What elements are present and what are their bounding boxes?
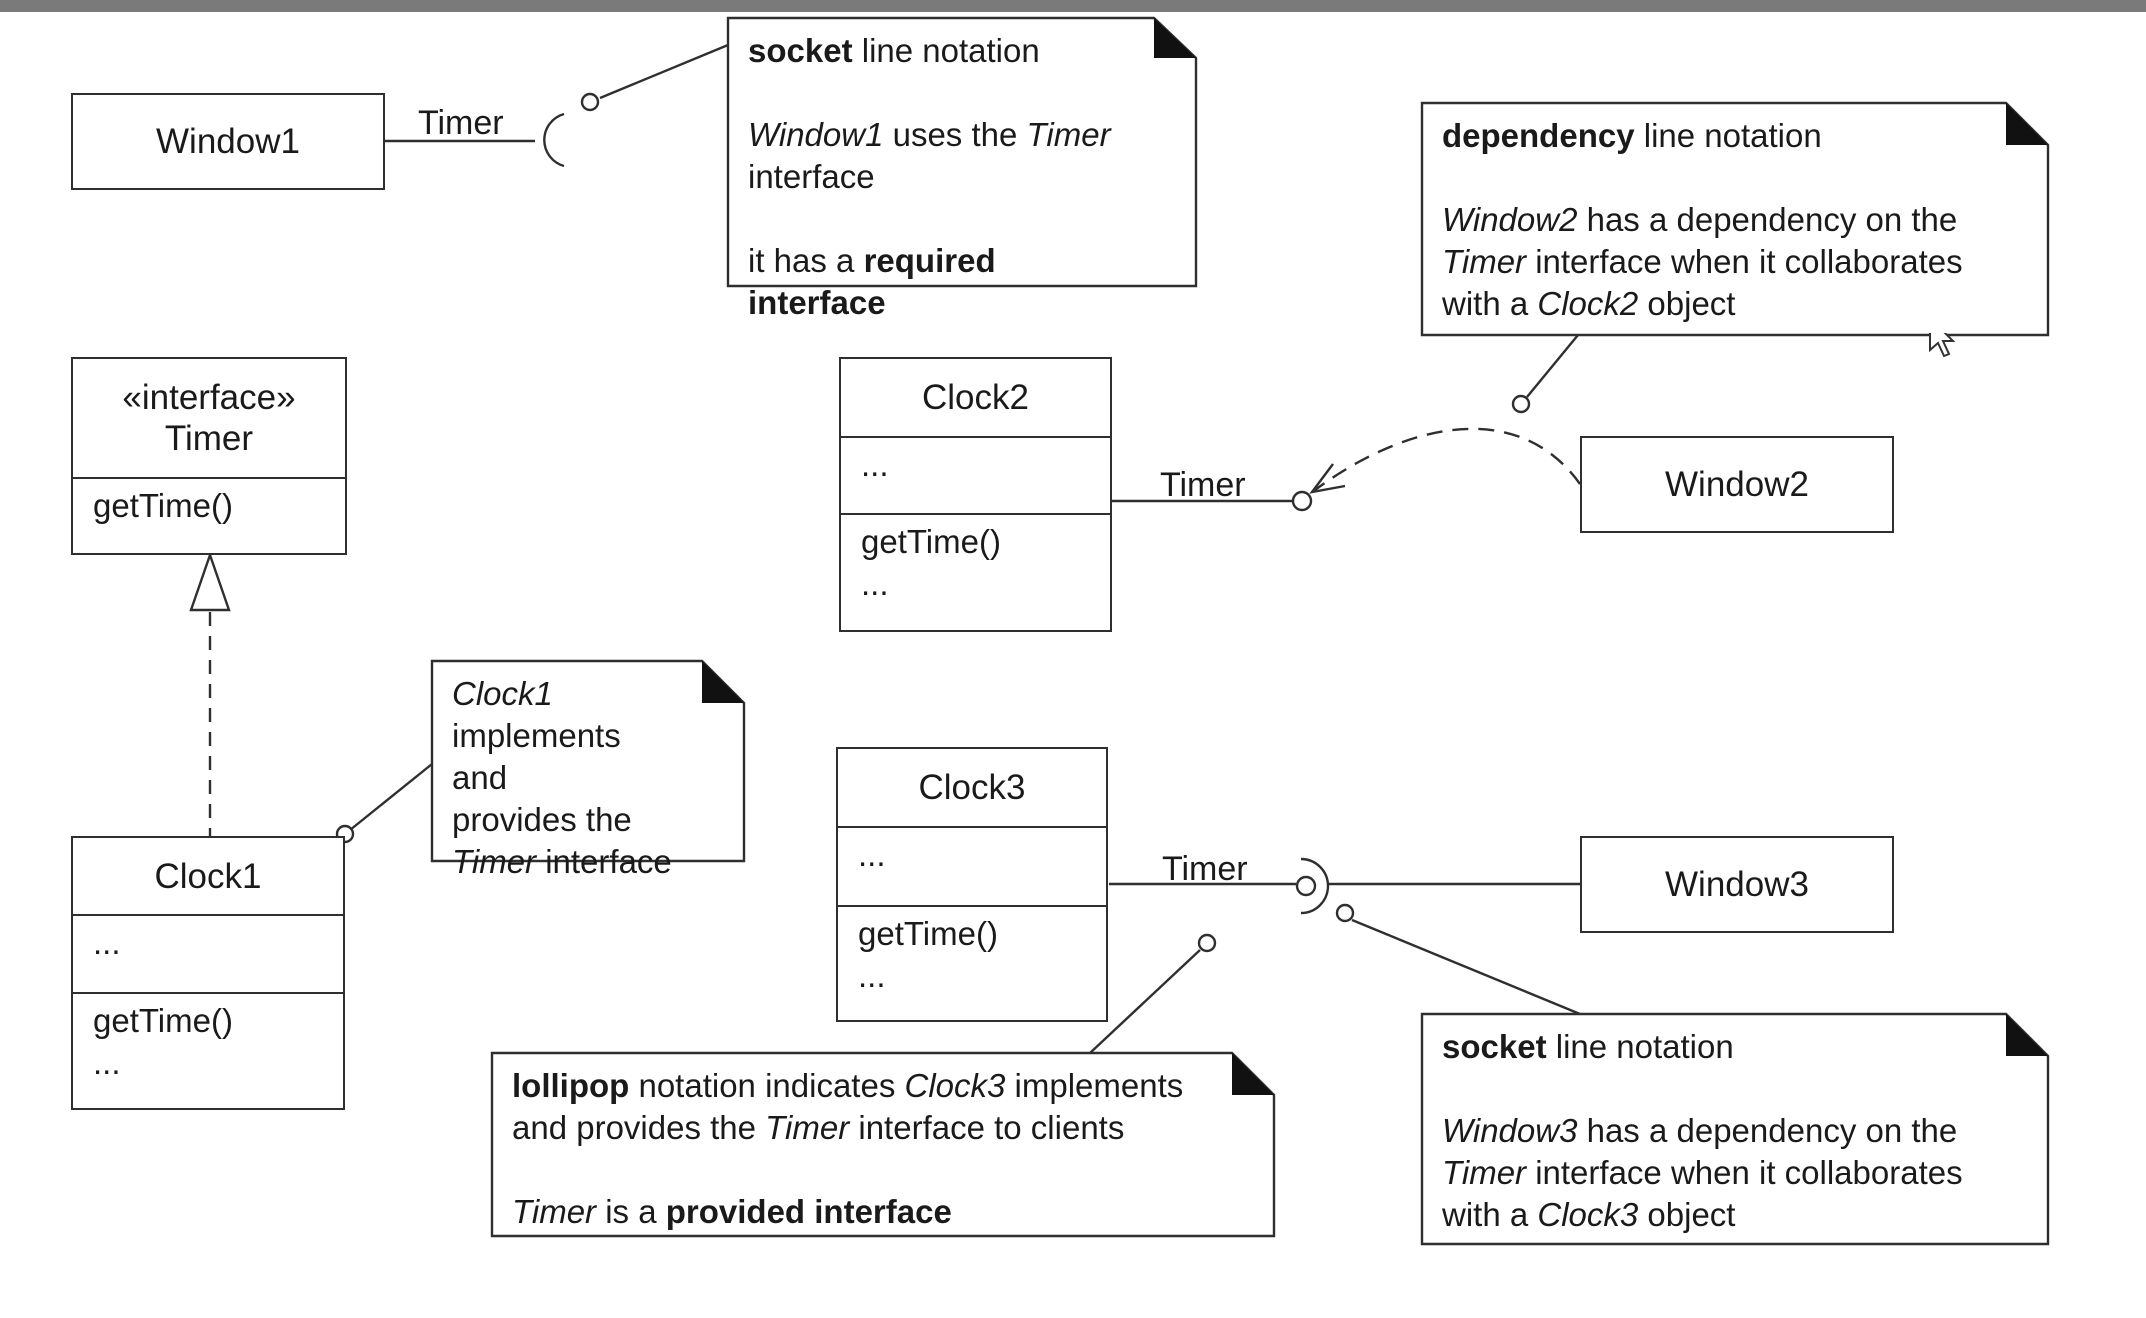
clock2-name: Clock2: [922, 378, 1029, 417]
socket1-note-line1: socket line notation: [748, 32, 1040, 69]
window1-name: Window1: [156, 121, 300, 161]
window1-class: Window1: [71, 93, 385, 190]
clock1-attributes: ...: [73, 916, 343, 994]
window1-socket: [543, 112, 565, 168]
window1-timer-label: Timer: [418, 104, 504, 142]
clock2-lollipop: [1291, 490, 1313, 512]
timer-interface-operations: getTime(): [73, 479, 345, 553]
dependency-dashed-line: [1314, 427, 1581, 491]
socket1-note-fold: [1154, 18, 1196, 58]
socket1-note-line2: Window1 uses the Timer: [748, 116, 1111, 153]
dependency-note-fold: [2006, 103, 2048, 145]
dependency-note-line3: Timer interface when it collaborates: [1442, 243, 1963, 280]
socket3-note-line3: Timer interface when it collaborates: [1442, 1154, 1963, 1191]
clock1-class: Clock1 ... getTime() ...: [71, 836, 345, 1110]
dependency-note: dependency line notation Window2 has a d…: [1424, 105, 2004, 333]
lollipop-note-line3: Timer is a provided interface: [512, 1193, 952, 1230]
lollipop-note-anchor-line: [1089, 949, 1201, 1054]
dependency-arrowhead: [1309, 463, 1346, 494]
clock1-note-line1: Clock1: [452, 675, 553, 712]
clock3-lollipop: [1295, 875, 1317, 897]
clock3-operation-more: ...: [858, 957, 886, 994]
socket3-note-fold: [2006, 1014, 2048, 1056]
clock1-attributes-text: ...: [93, 924, 121, 961]
clock2-operations: getTime() ...: [841, 515, 1110, 630]
dependency-note-line1: dependency line notation: [1442, 117, 1822, 154]
socket1-note-line3: interface: [748, 158, 875, 195]
clock3-operation: getTime(): [858, 915, 998, 952]
window3-name: Window3: [1665, 864, 1809, 904]
clock1-operation: getTime(): [93, 1002, 233, 1039]
socket3-note-line2: Window3 has a dependency on the: [1442, 1112, 1958, 1149]
timer-stereotype: «interface»: [122, 378, 296, 417]
timer-interface-name: Timer: [164, 419, 254, 458]
dependency-note-line4: with a Clock2 object: [1442, 285, 1736, 322]
clock3-class: Clock3 ... getTime() ...: [836, 747, 1108, 1022]
socket3-note-line1: socket line notation: [1442, 1028, 1734, 1065]
clock2-timer-label: Timer: [1160, 466, 1246, 504]
socket3-note: socket line notation Window3 has a depen…: [1424, 1016, 2004, 1242]
lollipop-note-line1: lollipop notation indicates Clock3 imple…: [512, 1067, 1184, 1104]
clock3-operations: getTime() ...: [838, 907, 1106, 1020]
window3-class: Window3: [1580, 836, 1894, 933]
socket3-note-line4: with a Clock3 object: [1442, 1196, 1736, 1233]
dependency-anchor-dot: [1511, 394, 1531, 414]
socket1-note-line4: it has a required interface: [748, 242, 996, 321]
clock1-note-line3: provides the: [452, 801, 632, 838]
realization-arrowhead: [189, 551, 231, 612]
lollipop-note-line2: and provides the Timer interface to clie…: [512, 1109, 1125, 1146]
clock2-attributes-text: ...: [861, 446, 889, 483]
timer-operation: getTime(): [93, 487, 233, 524]
clock2-operation-more: ...: [861, 565, 889, 602]
clock1-note-line2: implements and: [452, 717, 621, 796]
clock3-name: Clock3: [918, 768, 1026, 807]
socket3-note-anchor-line: [1351, 918, 1581, 1016]
clock1-operations: getTime() ...: [73, 994, 343, 1108]
timer-interface-class: «interface» Timer getTime(): [71, 357, 347, 555]
dependency-note-anchor-line: [1526, 334, 1579, 398]
lollipop-note: lollipop notation indicates Clock3 imple…: [494, 1055, 1232, 1234]
clock1-note-anchor-line: [349, 763, 433, 831]
clock3-attributes-text: ...: [858, 836, 886, 873]
lollipop-note-fold: [1232, 1053, 1274, 1095]
clock1-name: Clock1: [154, 856, 262, 896]
lollipop-anchor-dot: [1197, 933, 1217, 953]
window2-class: Window2: [1580, 436, 1894, 533]
clock1-header: Clock1: [73, 838, 343, 916]
clock3-timer-label: Timer: [1162, 850, 1248, 888]
clock2-class: Clock2 ... getTime() ...: [839, 357, 1112, 632]
socket1-anchor-dot: [580, 92, 600, 112]
clock2-header: Clock2: [841, 359, 1110, 438]
timer-interface-header: «interface» Timer: [73, 359, 345, 479]
clock1-note: Clock1 implements and provides the Timer…: [434, 663, 700, 880]
clock1-operation-more: ...: [93, 1044, 121, 1081]
socket3-anchor-dot: [1335, 903, 1355, 923]
dependency-note-line2: Window2 has a dependency on the: [1442, 201, 1958, 238]
clock3-attributes: ...: [838, 828, 1106, 907]
socket1-note-anchor-line: [599, 43, 729, 100]
clock2-attributes: ...: [841, 438, 1110, 515]
window3-socket: [1300, 857, 1330, 915]
clock1-note-fold: [702, 661, 744, 703]
top-border: [0, 0, 2146, 12]
socket1-note: socket line notation Window1 uses the Ti…: [730, 20, 1150, 321]
window2-name: Window2: [1665, 464, 1809, 504]
clock2-operation: getTime(): [861, 523, 1001, 560]
clock1-note-line4: Timer interface: [452, 843, 672, 880]
clock3-header: Clock3: [838, 749, 1106, 828]
